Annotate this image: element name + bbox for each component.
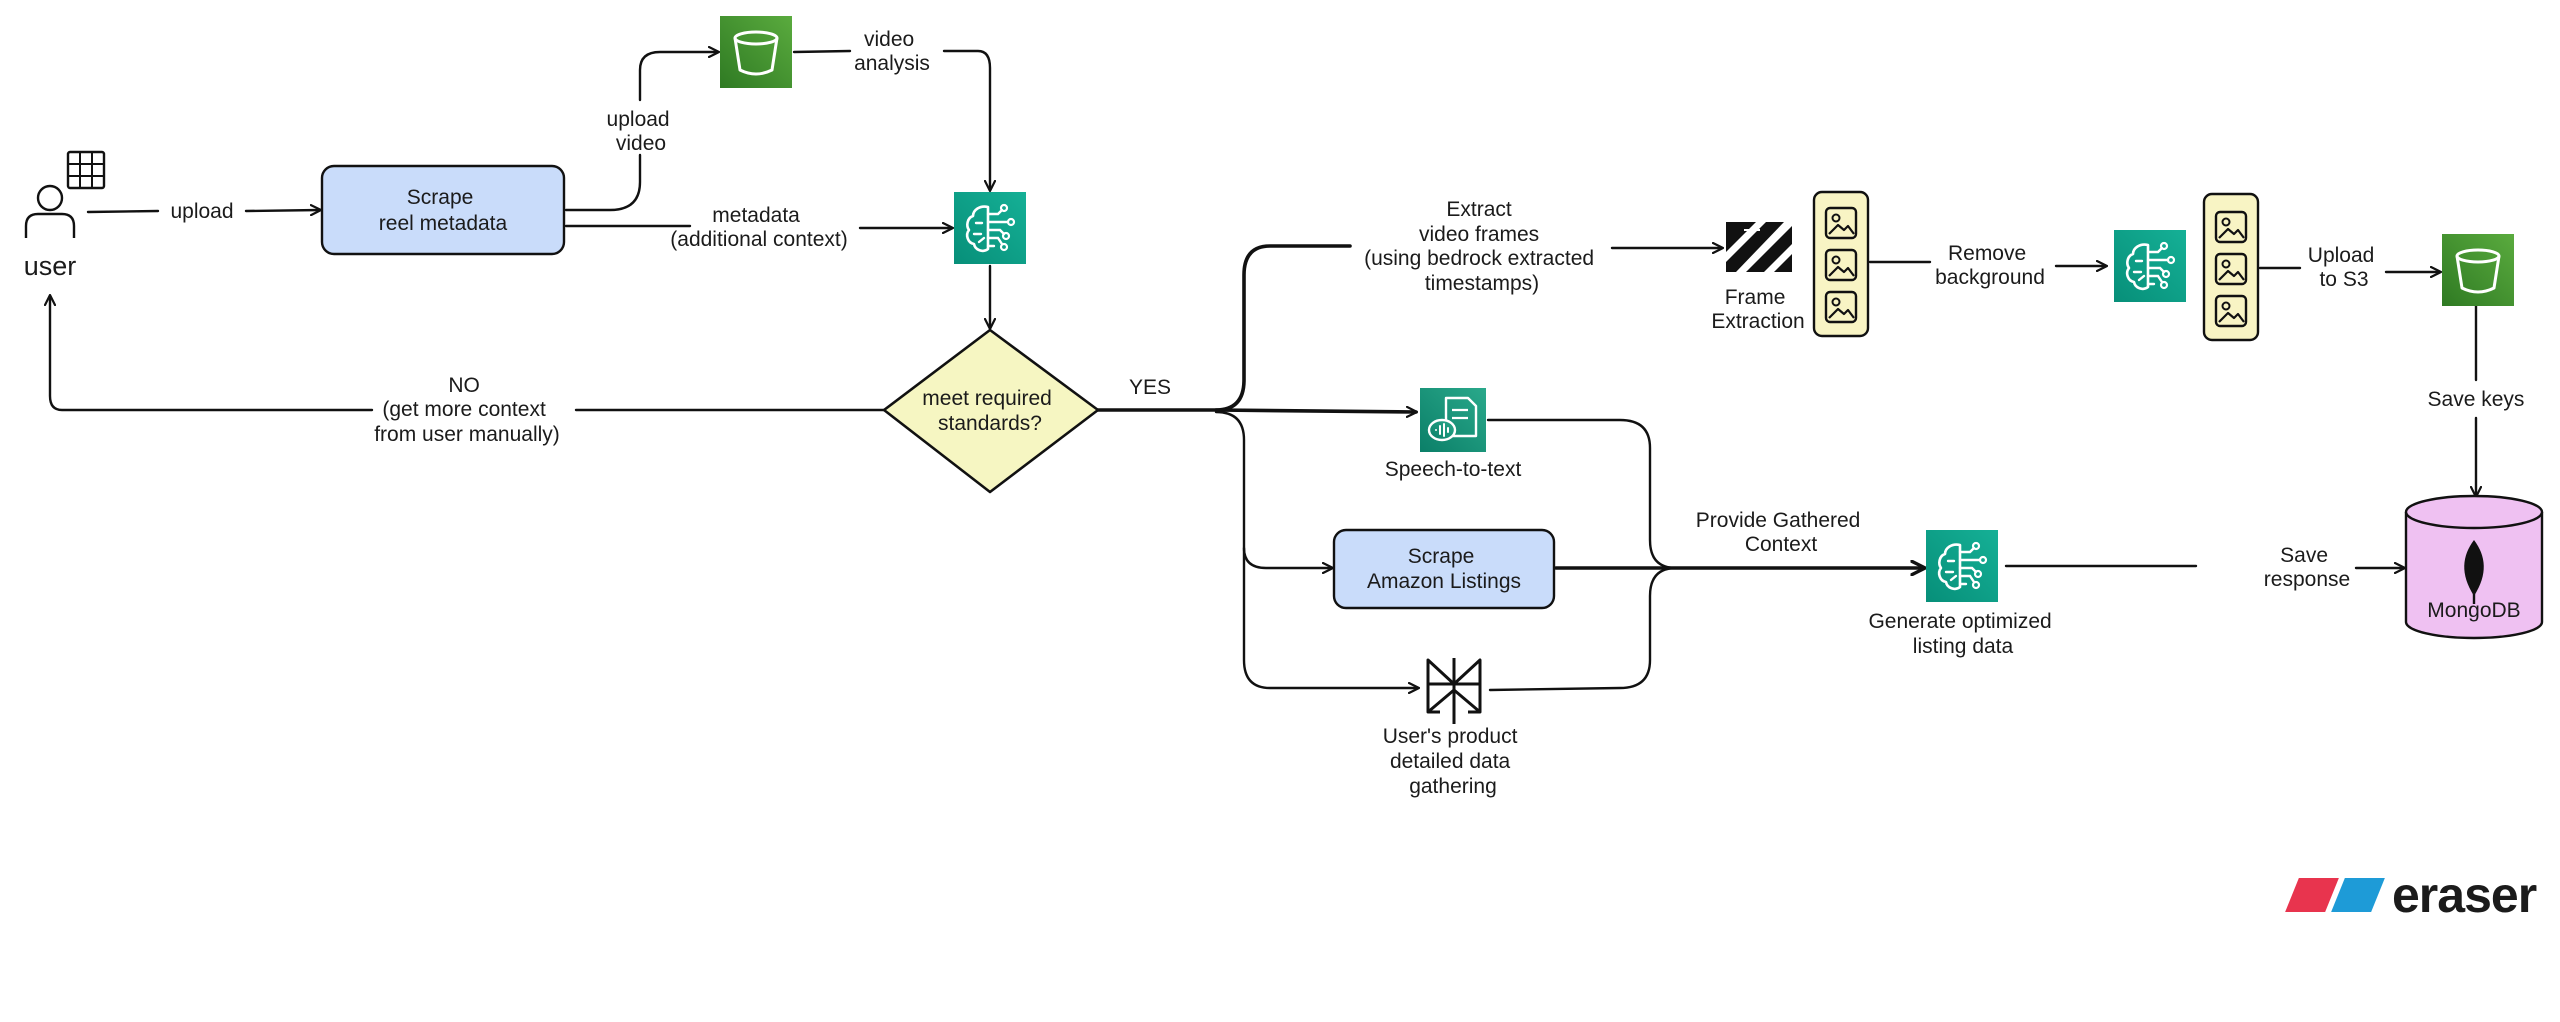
frame-extraction-label: Frame Extraction <box>1711 286 1804 333</box>
decision-label: meet required standards? <box>922 387 1057 435</box>
label-remove-background: Remove background <box>1935 242 2045 289</box>
user-label: user <box>24 251 77 281</box>
edge-labels: upload upload video video analysis metad… <box>170 28 2524 591</box>
edge-yes-amazon <box>1214 410 1332 568</box>
scrape-reel-metadata-node[interactable]: Scrape reel metadata <box>320 164 566 256</box>
mongodb-label: MongoDB <box>2427 599 2520 622</box>
perplexity-icon <box>1426 658 1482 724</box>
eraser-wordmark: eraser <box>2392 867 2537 923</box>
edge-upload-b <box>244 210 320 211</box>
product-gathering-label: User's product detailed data gathering <box>1383 725 1524 798</box>
speech-to-text-label: Speech-to-text <box>1385 458 1522 481</box>
bedrock-brain-icon[interactable] <box>2112 228 2188 304</box>
bedrock-brain-icon <box>1924 528 2000 604</box>
s3-bucket-icon[interactable] <box>718 14 794 90</box>
edge-yes-product <box>1242 546 1418 688</box>
label-video-analysis: video analysis <box>854 28 930 75</box>
label-upload-s3: Upload to S3 <box>2308 244 2380 291</box>
eraser-logo: eraser <box>2285 866 2537 924</box>
user-node[interactable]: user <box>24 150 106 281</box>
label-upload: upload <box>170 200 233 223</box>
frame-extraction-node[interactable]: Frame Extraction <box>1711 222 1805 333</box>
mongodb-leaf-icon <box>2464 540 2484 604</box>
generate-listing-label: Generate optimized listing data <box>1868 610 2057 658</box>
label-save-keys: Save keys <box>2428 388 2525 411</box>
product-gathering-node[interactable]: User's product detailed data gathering <box>1383 658 1524 798</box>
label-no: NO (get more context from user manually) <box>374 374 560 446</box>
user-icon <box>24 184 76 238</box>
edge-upload-video-b <box>638 52 718 102</box>
edge-video-analysis-a <box>792 49 852 54</box>
scrape-amazon-label: Scrape Amazon Listings <box>1367 545 1521 593</box>
label-upload-video: upload video <box>607 108 676 155</box>
ffmpeg-icon <box>1726 222 1792 272</box>
frames-stack-1[interactable] <box>1812 190 1870 338</box>
edges <box>50 51 2476 690</box>
eraser-mark-icon <box>2285 878 2385 912</box>
mongodb-node[interactable]: MongoDB <box>2404 494 2544 640</box>
bedrock-brain-icon[interactable] <box>952 190 1028 266</box>
edge-speech-merge <box>1486 418 1678 570</box>
edge-product-merge <box>1488 566 1678 692</box>
s3-bucket-icon[interactable] <box>2440 232 2516 308</box>
label-extract-frames: Extract video frames (using bedrock extr… <box>1364 198 1600 295</box>
edge-upload-a <box>86 209 160 214</box>
frames-stack-2[interactable] <box>2202 192 2260 342</box>
speech-to-text-node[interactable]: Speech-to-text <box>1385 388 1522 481</box>
video-grid-icon <box>66 150 106 190</box>
edge-upload-video-a <box>564 153 642 212</box>
label-save-response: Save response <box>2264 544 2350 591</box>
edge-yes-speech <box>1214 410 1416 412</box>
edge-video-analysis-b <box>942 49 990 190</box>
edge-no-b <box>50 296 374 412</box>
label-yes: YES <box>1129 376 1171 399</box>
generate-listing-node[interactable]: Generate optimized listing data <box>1868 528 2057 658</box>
scrape-amazon-node[interactable]: Scrape Amazon Listings <box>1332 528 1556 610</box>
transcribe-icon <box>1420 388 1486 452</box>
scrape-reel-label: Scrape reel metadata <box>379 186 508 235</box>
label-metadata: metadata (additional context) <box>670 204 847 251</box>
label-provide-context: Provide Gathered Context <box>1696 509 1866 556</box>
decision-node[interactable]: meet required standards? <box>882 328 1100 494</box>
